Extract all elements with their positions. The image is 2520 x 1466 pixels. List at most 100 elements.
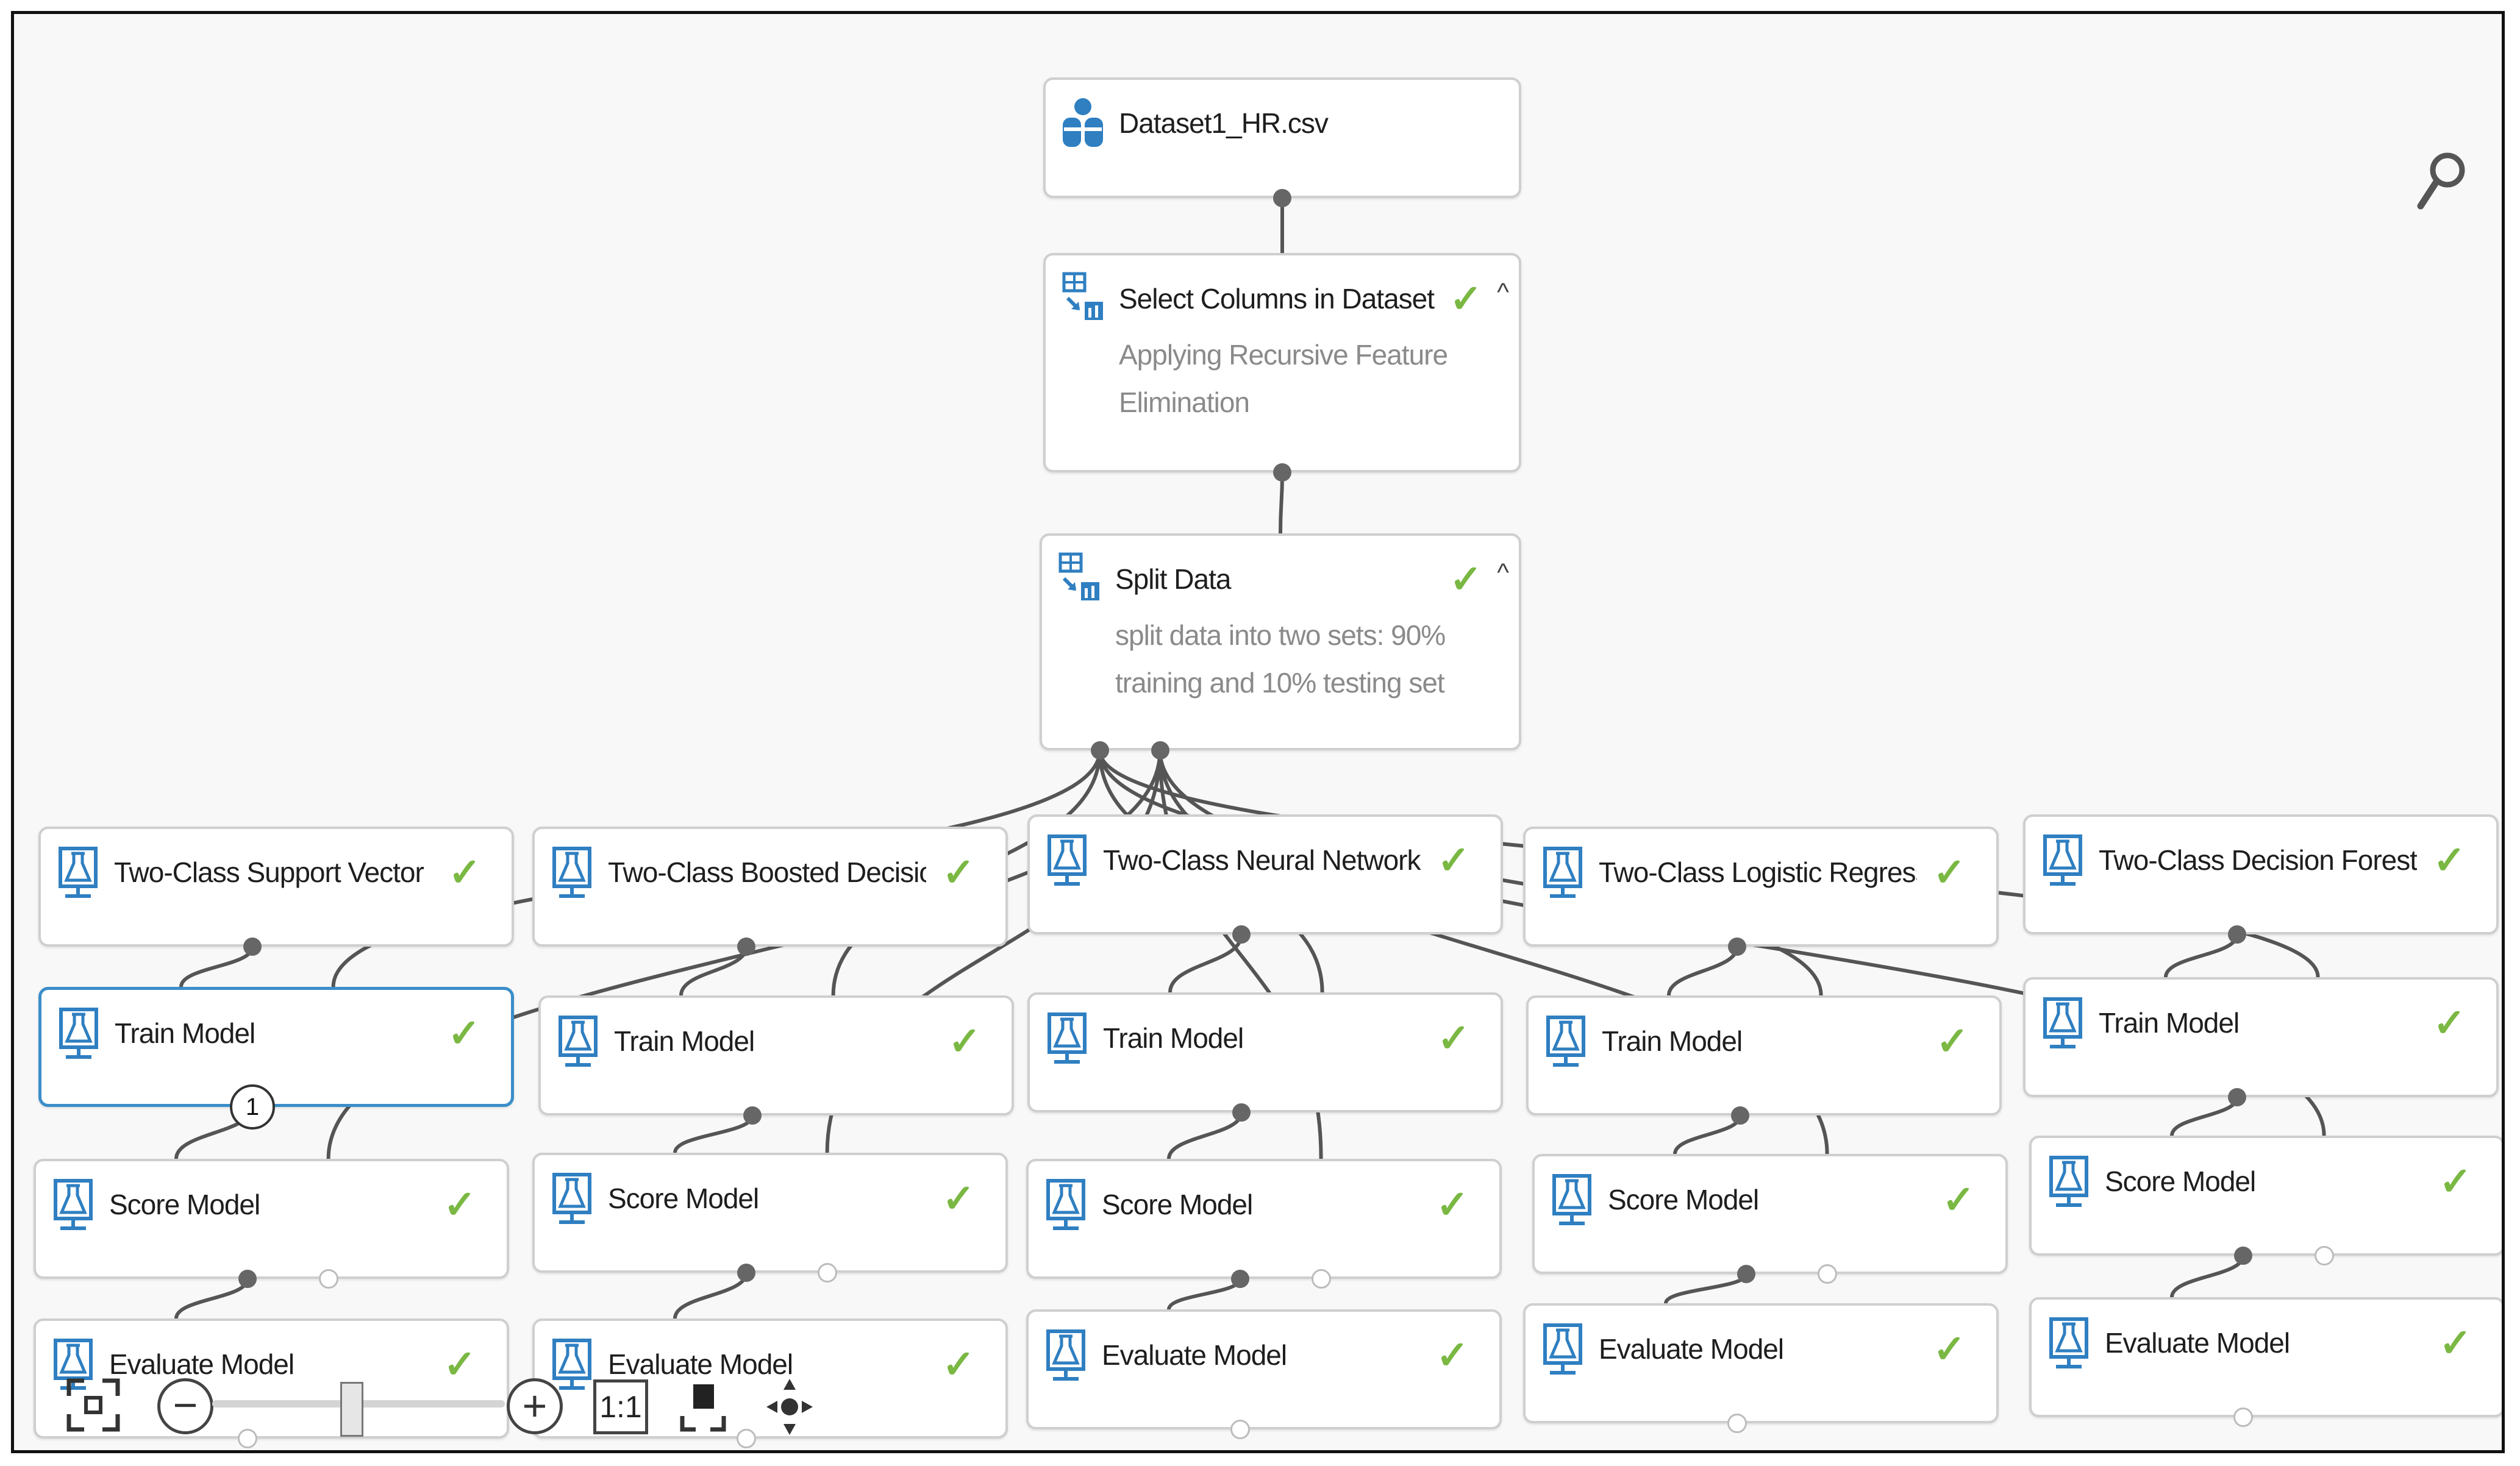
transform-icon <box>1062 271 1104 325</box>
transform-icon <box>1058 552 1101 605</box>
output-port[interactable] <box>737 938 755 956</box>
zoom-out-button[interactable]: − <box>157 1378 213 1434</box>
module-title: Train Model <box>1602 1025 1743 1057</box>
module-logistic[interactable]: Two-Class Logistic Regression✓ <box>1523 827 1999 947</box>
empty-port[interactable] <box>737 1429 756 1448</box>
status-check-icon: ✓ <box>2439 1159 2472 1203</box>
output-port[interactable] <box>2234 1247 2252 1265</box>
search-icon[interactable] <box>2413 148 2468 215</box>
zoom-in-button[interactable]: + <box>507 1378 563 1434</box>
connection-wire[interactable] <box>2170 1255 2245 1298</box>
status-check-icon: ✓ <box>1437 838 1470 882</box>
flask-icon <box>2041 995 2084 1049</box>
module-score-5[interactable]: Score Model✓ <box>2029 1136 2502 1256</box>
output-port[interactable] <box>1232 1103 1251 1122</box>
zoom-toolbar: − + 1:1 <box>63 1367 831 1450</box>
module-train-3[interactable]: Train Model✓ <box>1027 992 1503 1112</box>
status-check-icon: ✓ <box>1449 277 1482 321</box>
module-comment: split data into two sets: 90%training an… <box>1115 611 1494 706</box>
output-port[interactable] <box>737 1264 755 1282</box>
module-evaluate-5[interactable]: Evaluate Model✓ <box>2029 1297 2502 1417</box>
output-port[interactable] <box>1273 189 1291 207</box>
connection-wire[interactable] <box>2164 934 2239 978</box>
connection-wire[interactable] <box>1664 1273 1748 1304</box>
connection-wire[interactable] <box>1279 472 1284 534</box>
output-port[interactable] <box>1232 925 1251 944</box>
module-evaluate-4[interactable]: Evaluate Model✓ <box>1523 1303 1999 1423</box>
module-score-1[interactable]: Score Model✓ <box>34 1159 509 1279</box>
module-boosted[interactable]: Two-Class Boosted Decision...✓ <box>532 827 1008 947</box>
module-dataset[interactable]: Dataset1_HR.csv <box>1043 77 1521 198</box>
module-title: Score Model <box>1608 1184 1759 1215</box>
flask-icon <box>551 1337 593 1390</box>
connection-wire[interactable] <box>174 1278 249 1319</box>
output-port[interactable] <box>1728 938 1746 956</box>
output-port[interactable] <box>1151 741 1169 760</box>
output-port[interactable] <box>1731 1106 1749 1125</box>
module-forest[interactable]: Two-Class Decision Forest✓ <box>2023 814 2499 934</box>
connection-wire[interactable] <box>673 1272 748 1319</box>
flask-icon <box>1541 1322 1584 1375</box>
connection-wire[interactable] <box>179 946 254 987</box>
connection-wire[interactable] <box>1673 1115 1742 1155</box>
connection-wire[interactable] <box>1167 1278 1242 1310</box>
status-check-icon: ✓ <box>2433 1001 2466 1045</box>
empty-port[interactable] <box>238 1429 257 1448</box>
module-train-2[interactable]: Train Model✓ <box>538 995 1014 1116</box>
fit-to-screen-icon[interactable] <box>63 1375 124 1436</box>
connection-wire[interactable] <box>2170 1097 2239 1136</box>
connection-wire[interactable] <box>679 946 748 996</box>
module-title: Train Model <box>2099 1007 2240 1039</box>
output-port[interactable] <box>1737 1265 1755 1283</box>
output-port[interactable] <box>2228 1088 2246 1106</box>
module-score-3[interactable]: Score Model✓ <box>1026 1159 1502 1279</box>
pan-icon[interactable] <box>764 1376 815 1437</box>
empty-port[interactable] <box>1817 1264 1837 1284</box>
zoom-slider-thumb[interactable] <box>340 1382 363 1437</box>
flask-icon <box>2047 1154 2090 1208</box>
module-title: Score Model <box>1102 1189 1253 1220</box>
module-neural[interactable]: Two-Class Neural Network✓ <box>1027 814 1503 934</box>
empty-port[interactable] <box>2233 1407 2253 1427</box>
module-score-4[interactable]: Score Model ✓ <box>1532 1154 2008 1274</box>
flask-icon <box>2041 833 2084 886</box>
status-check-icon: ✓ <box>448 1011 480 1055</box>
output-port[interactable] <box>2228 925 2246 944</box>
empty-port[interactable] <box>817 1263 837 1283</box>
module-evaluate-3[interactable]: Evaluate Model✓ <box>1026 1309 1502 1429</box>
connection-wire[interactable] <box>1168 934 1243 993</box>
module-train-1[interactable]: Train Model✓ <box>38 987 514 1107</box>
collapse-caret-icon[interactable]: ^ <box>1497 277 1509 306</box>
output-port[interactable] <box>1090 741 1109 760</box>
actual-size-button[interactable]: 1:1 <box>593 1379 648 1434</box>
module-comment-line: split data into two sets: 90% <box>1115 619 1446 651</box>
empty-port[interactable] <box>1311 1269 1331 1289</box>
connection-wire[interactable] <box>1167 1112 1243 1159</box>
status-check-icon: ✓ <box>1942 1178 1975 1222</box>
connection-wire[interactable] <box>1667 946 1739 996</box>
flask-icon <box>52 1177 95 1231</box>
flask-icon <box>557 1014 599 1067</box>
fit-selection-icon[interactable] <box>679 1379 727 1434</box>
output-port[interactable] <box>243 938 262 956</box>
connection-wire[interactable] <box>673 1115 754 1153</box>
status-check-icon: ✓ <box>443 1183 476 1226</box>
empty-port[interactable] <box>1230 1420 1250 1439</box>
module-train-5[interactable]: Train Model ✓ <box>2023 977 2499 1097</box>
empty-port[interactable] <box>318 1269 338 1289</box>
output-port[interactable] <box>743 1106 762 1125</box>
output-port[interactable] <box>1273 463 1291 482</box>
output-port[interactable] <box>1231 1270 1249 1288</box>
module-train-4[interactable]: Train Model✓ <box>1526 995 2002 1116</box>
empty-port[interactable] <box>1727 1414 1747 1433</box>
module-score-2[interactable]: Score Model✓ <box>532 1153 1008 1273</box>
module-title: Two-Class Boosted Decision... <box>608 856 926 888</box>
module-svm[interactable]: Two-Class Support Vector M...✓ <box>38 827 514 947</box>
status-check-icon: ✓ <box>1933 1327 1966 1371</box>
output-port[interactable] <box>238 1270 257 1288</box>
collapse-caret-icon[interactable]: ^ <box>1497 558 1509 586</box>
empty-port[interactable] <box>2314 1246 2334 1265</box>
